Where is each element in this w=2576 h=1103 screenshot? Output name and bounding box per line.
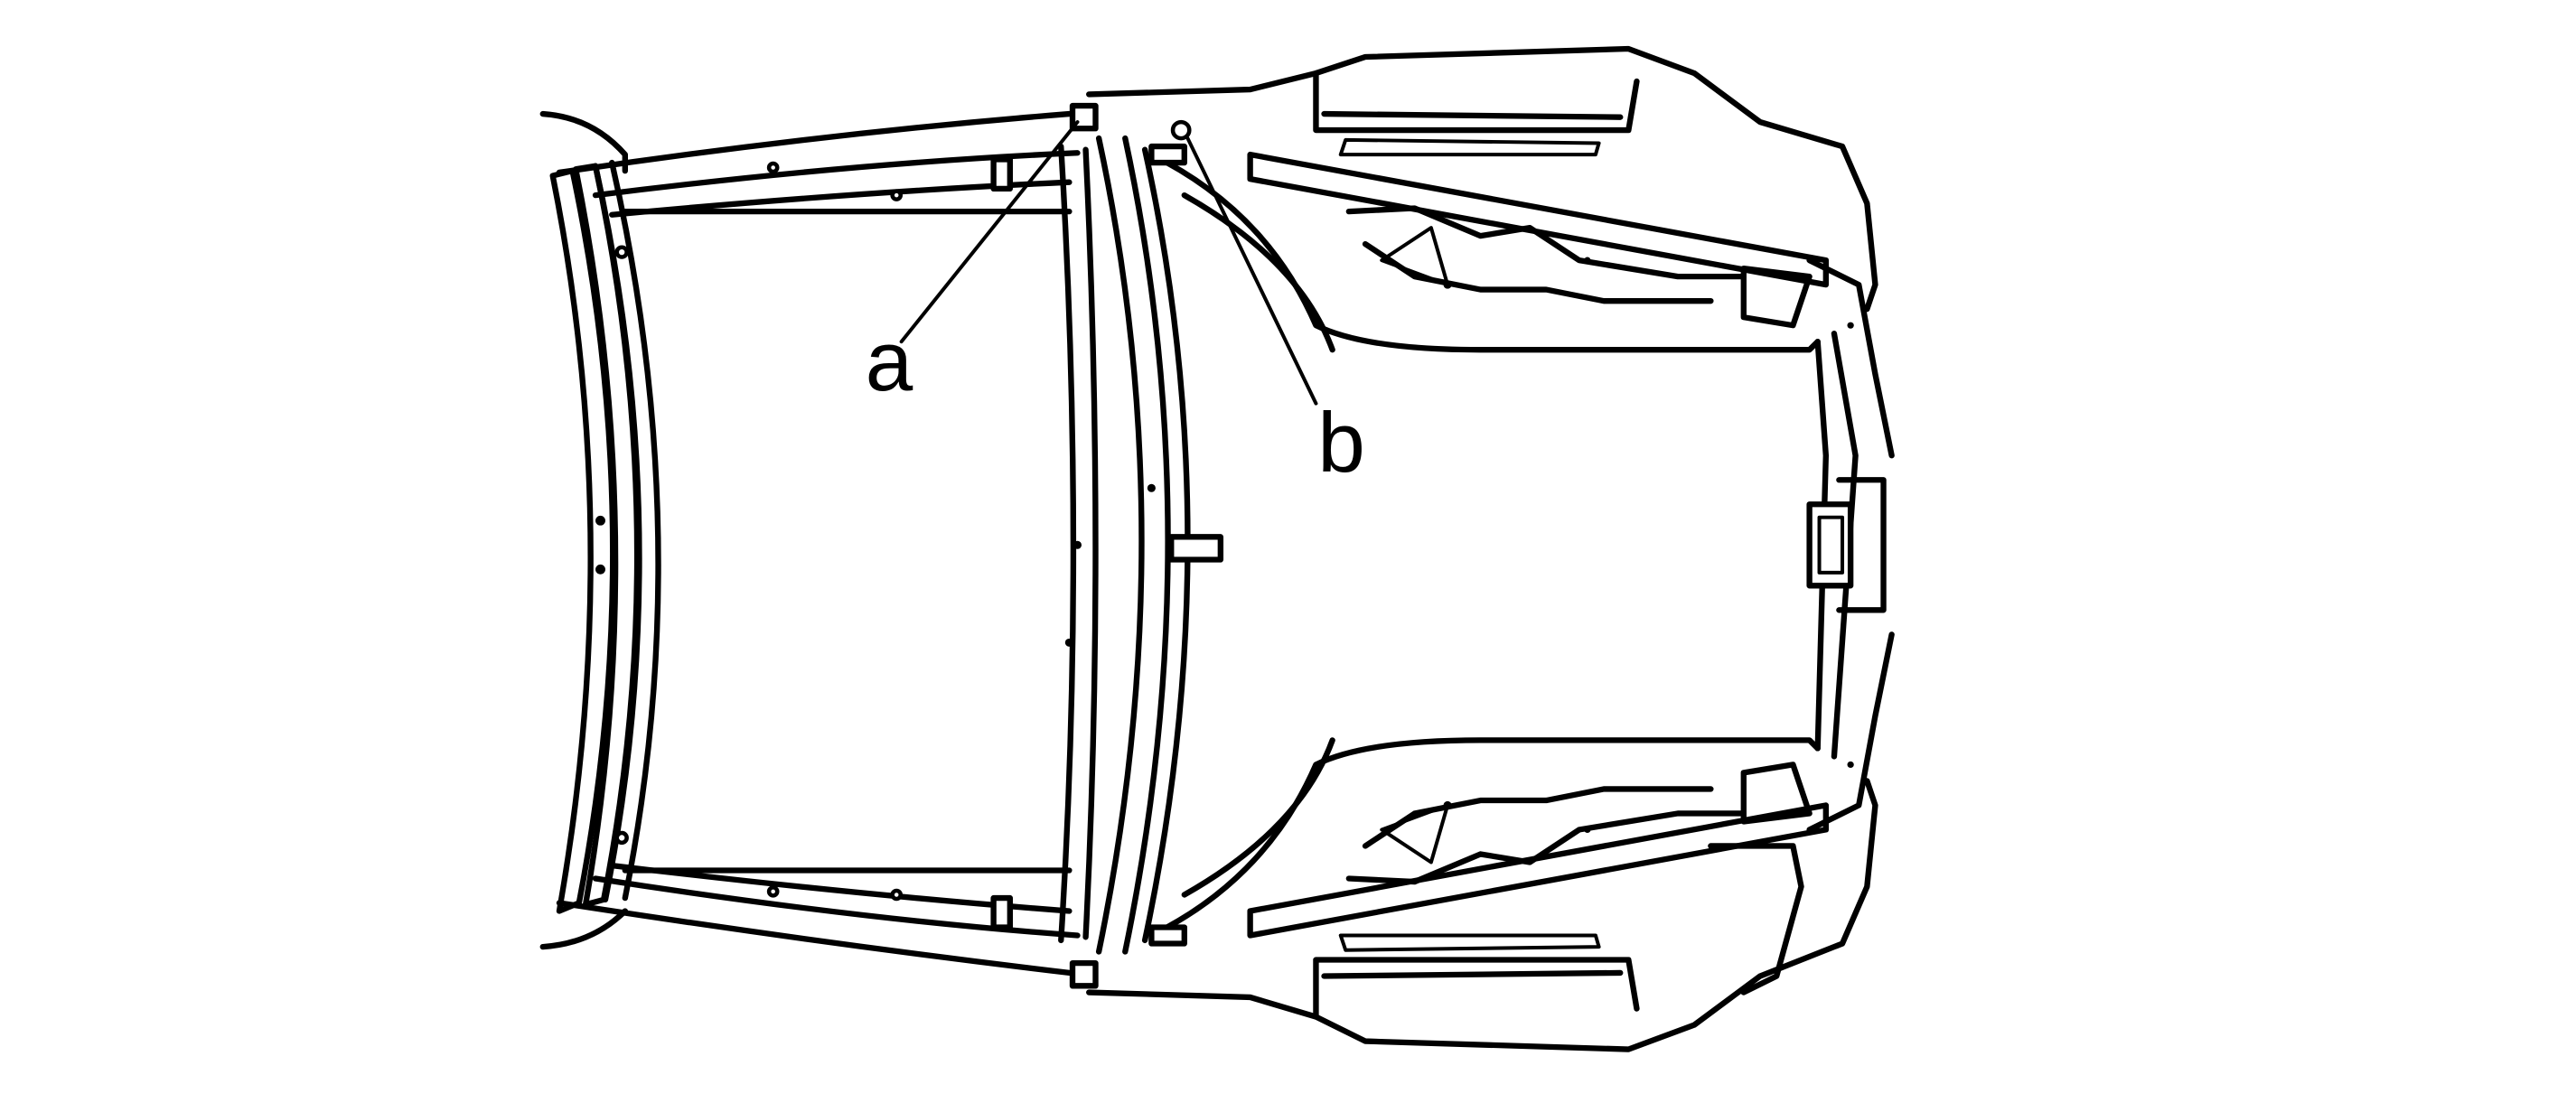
middle-crossmember [1058,135,1224,955]
lower-side-rail [556,862,1081,977]
lower-front-structure [990,631,1895,1052]
upper-front-structure [990,45,1895,459]
callout-b-label: b [1317,396,1365,490]
callout-b-leader [1185,136,1318,406]
callout-a-label: a [866,314,913,408]
rear-crossmember [539,110,661,950]
upper-side-rail [556,110,1081,218]
fastener-dots [595,161,1854,902]
front-bumper-bracket [1806,477,1887,613]
callout-b: b [1185,136,1365,490]
callout-a: a [866,120,1080,408]
front-frame-outline [1148,151,1859,939]
callout-a-leader [899,120,1080,344]
